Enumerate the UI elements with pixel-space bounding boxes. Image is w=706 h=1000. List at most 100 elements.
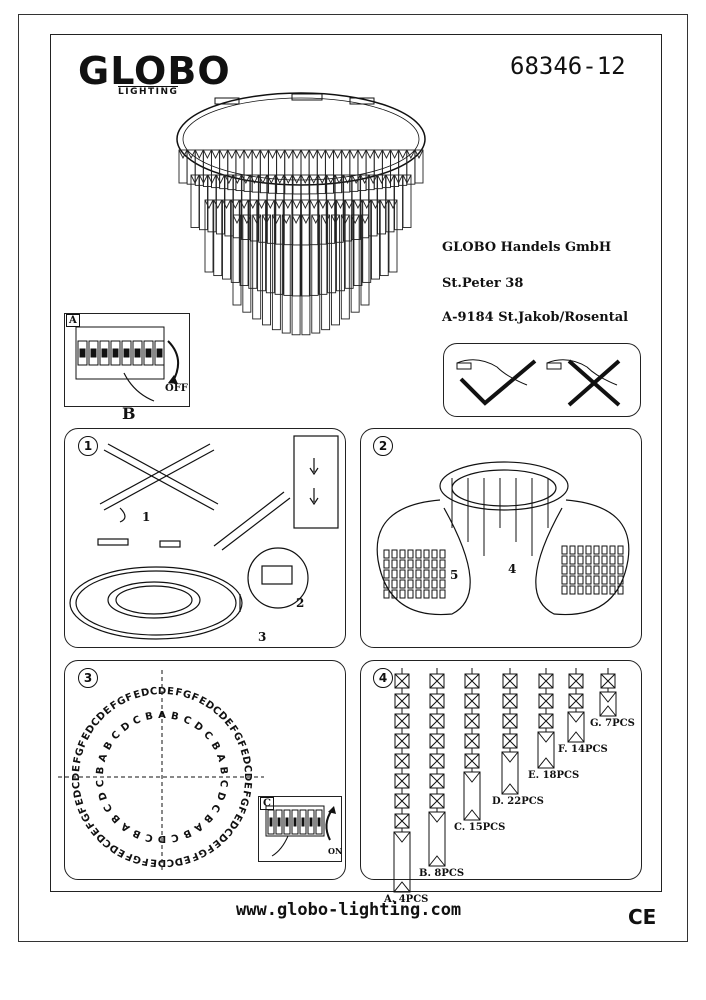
step-4-number: 4 [373, 668, 393, 688]
svg-text:D: D [214, 790, 227, 801]
svg-text:D: D [97, 790, 110, 801]
svg-text:C: C [102, 802, 115, 814]
svg-text:D: D [192, 720, 205, 734]
step-2-number: 2 [373, 436, 393, 456]
step-2-illustration [376, 461, 630, 616]
breaker-off-box [64, 313, 190, 407]
off-label: OFF [165, 383, 188, 394]
svg-text:C: C [217, 779, 229, 787]
step-1-panel [64, 428, 346, 648]
step-3-number: 3 [78, 668, 98, 688]
svg-text:C: C [149, 686, 157, 698]
svg-text:G: G [237, 796, 250, 807]
svg-text:B: B [181, 827, 192, 840]
box-a-tag: A [66, 314, 80, 327]
svg-text:D: D [158, 686, 166, 697]
cross-icon [567, 359, 621, 407]
svg-text:D: D [174, 855, 184, 867]
strand-label: A. 4PCS [384, 894, 429, 905]
svg-text:F: F [77, 804, 90, 815]
crystal-strand [567, 668, 585, 743]
svg-text:B: B [209, 740, 222, 752]
strand-label: F. 14PCS [558, 744, 608, 755]
svg-text:E: E [71, 765, 83, 773]
svg-text:D: D [140, 687, 150, 699]
svg-text:C: C [144, 831, 153, 843]
svg-text:A: A [214, 753, 227, 764]
svg-text:C: C [181, 714, 192, 727]
handling-warning-box [443, 343, 641, 417]
svg-text:F: F [240, 789, 252, 798]
step-1-mark-3: 3 [258, 630, 267, 644]
svg-text:C: C [209, 802, 222, 814]
crystal-strand [501, 668, 519, 795]
svg-text:F: F [77, 739, 90, 750]
crystal-strand [428, 668, 446, 867]
box-b-tag: B [122, 404, 136, 423]
check-icon [459, 359, 537, 406]
step-1-mark-2: 2 [296, 596, 305, 610]
svg-text:D: D [158, 857, 166, 868]
address-street: St.Peter 38 [442, 276, 524, 291]
svg-text:F: F [174, 687, 183, 699]
crystal-strand [463, 668, 481, 821]
strand-label: G. 7PCS [590, 718, 635, 729]
svg-text:E: E [197, 695, 208, 708]
svg-text:E: E [116, 846, 127, 859]
step-1-illustration [69, 435, 339, 640]
svg-text:C: C [201, 729, 214, 742]
sheet-frame [50, 34, 662, 892]
handling-warning-illustration [456, 359, 621, 407]
address-city: A-9184 St.Jakob/Rosental [442, 310, 629, 325]
svg-text:F: F [189, 692, 200, 705]
svg-text:A: A [158, 710, 166, 721]
svg-text:A: A [97, 752, 110, 763]
breaker-on-illustration [265, 805, 336, 857]
crystal-strand [537, 668, 555, 769]
svg-text:C: C [166, 856, 174, 868]
svg-text:B: B [201, 812, 214, 825]
svg-text:C: C [170, 831, 179, 843]
svg-text:B: B [110, 812, 123, 825]
svg-text:F: F [124, 692, 135, 705]
svg-text:F: F [72, 756, 84, 765]
svg-text:B: B [144, 711, 154, 723]
svg-text:E: E [74, 797, 87, 807]
box-c-tag: C [260, 797, 274, 810]
svg-text:F: F [227, 724, 240, 736]
model-number: 68346-12 [510, 52, 626, 80]
svg-text:E: E [150, 856, 158, 868]
svg-text:E: E [80, 731, 93, 742]
svg-text:E: E [132, 689, 142, 702]
svg-text:C: C [71, 781, 83, 789]
svg-text:B: B [131, 827, 142, 840]
crystal-strands-illustration [393, 668, 617, 893]
website-url: www.globo-lighting.com [236, 900, 462, 920]
svg-text:E: E [182, 853, 192, 866]
svg-text:D: D [72, 789, 84, 799]
strand-label: C. 15PCS [454, 822, 506, 833]
svg-text:F: F [235, 804, 248, 815]
svg-text:E: E [231, 812, 244, 823]
svg-text:E: E [166, 686, 174, 698]
svg-text:G: G [181, 689, 192, 702]
svg-text:B: B [95, 766, 107, 775]
step-1-mark-1: 1 [142, 510, 151, 524]
step-2-mark-5: 5 [450, 568, 459, 582]
strand-label: D. 22PCS [492, 796, 544, 807]
svg-text:D: D [158, 833, 166, 844]
globo-logo-sub: LIGHTING [118, 86, 179, 97]
strand-label: B. 8PCS [419, 868, 465, 879]
crystal-strand [599, 668, 617, 717]
step-1-number: 1 [78, 436, 98, 456]
svg-text:D: D [242, 773, 253, 781]
svg-text:A: A [192, 820, 205, 834]
svg-text:C: C [131, 714, 142, 727]
svg-text:D: D [240, 755, 252, 765]
instruction-sheet [18, 14, 688, 942]
ce-mark: CE [628, 905, 657, 929]
breaker-off-illustration [75, 326, 179, 402]
on-label: ON [328, 846, 343, 856]
